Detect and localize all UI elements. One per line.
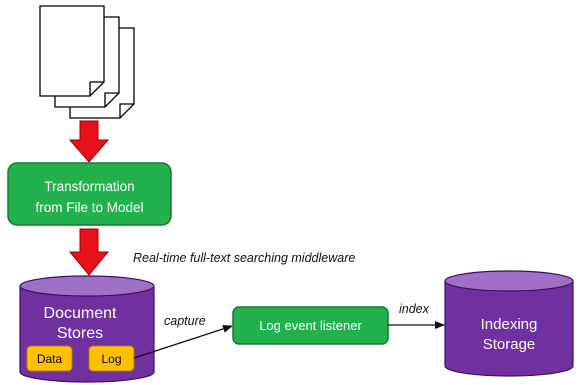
log-event-listener-box: Log event listener [232,306,389,345]
document-stores-line1: Document [44,305,117,322]
document-stores-line2: Stores [57,325,103,342]
capture-label: capture [164,314,206,328]
index-label: index [399,302,430,316]
document-page-front [39,5,105,97]
document-stack-icon [39,5,135,119]
middleware-caption: Real-time full-text searching middleware [133,251,355,265]
indexing-storage-line2: Storage [483,336,536,353]
data-tag: Data [26,345,73,372]
red-down-arrow [68,228,110,276]
log-tag-label: Log [101,352,121,366]
capture-arrow [133,324,233,359]
indexing-storage-line1: Indexing [481,316,538,333]
data-tag-label: Data [37,352,63,366]
log-event-listener-label: Log event listener [259,318,362,333]
transformation-line1: Transformation [44,179,134,194]
red-down-arrow [68,120,110,163]
transformation-box: Transformation from File to Model [7,162,172,226]
transformation-line2: from File to Model [35,200,143,215]
log-tag: Log [88,345,135,372]
indexing-storage-cylinder: Indexing Storage [444,270,574,377]
